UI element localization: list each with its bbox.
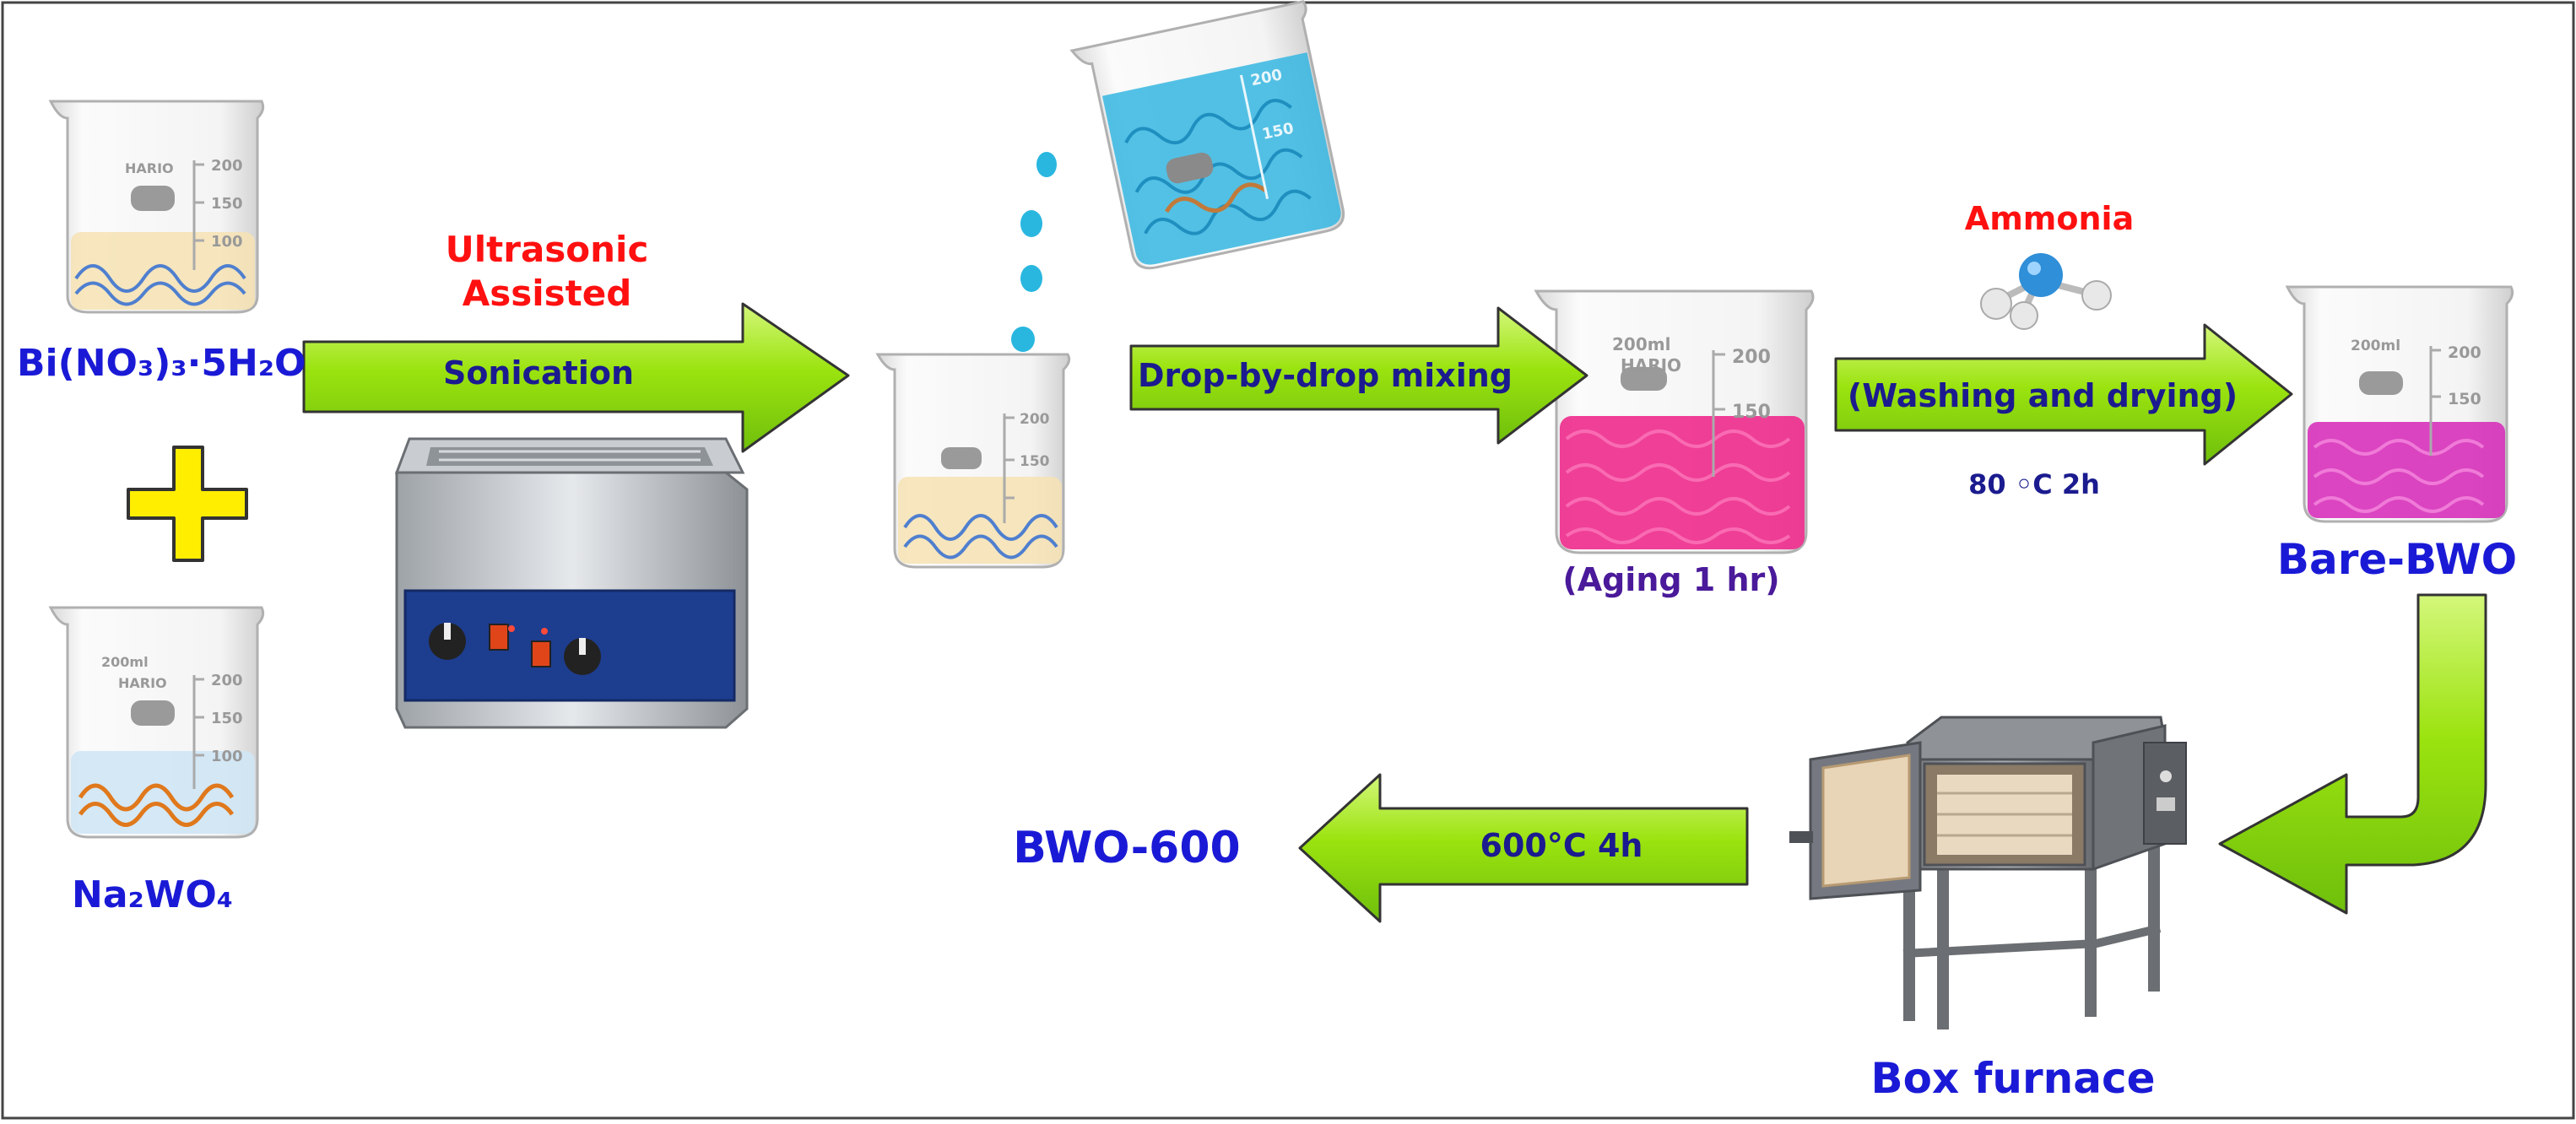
beaker-tick-150: 150 [211, 195, 243, 213]
label-bwo-600: BWO-600 [1013, 823, 1240, 873]
drop-3 [1020, 265, 1042, 292]
beaker-tick-150: 150 [1732, 402, 1771, 423]
arrow-sonication [302, 302, 850, 453]
label-sodium-tungstate: Na₂WO₄ [72, 873, 233, 916]
box-furnace [1789, 716, 2187, 1029]
label-ammonia: Ammonia [1965, 200, 2134, 237]
arrow-label-drop-by-drop: Drop-by-drop mixing [1138, 357, 1513, 394]
beaker-tick-200: 200 [211, 157, 243, 175]
drop-4 [1011, 327, 1035, 352]
beaker-volume: 200ml [2351, 338, 2400, 354]
beaker-tick-150: 150 [1020, 453, 1050, 470]
beaker-brand: HARIO [1621, 355, 1681, 376]
beaker-bare-bwo: 200 150 200ml [2285, 285, 2514, 523]
beaker-tick-100: 100 [211, 233, 243, 251]
arrow-washing-drying [1834, 323, 2293, 466]
beaker-volume: 200ml [101, 654, 149, 670]
label-bare-bwo: Bare-BWO [2277, 535, 2517, 584]
beaker-tick-200: 200 [211, 672, 243, 689]
label-ultrasonic: Ultrasonic [446, 229, 649, 270]
arrow-label-sonication: Sonication [443, 354, 634, 392]
beaker-tick-200: 200 [1732, 347, 1771, 368]
beaker-brand: HARIO [118, 675, 167, 691]
beaker-tick-150: 150 [2448, 390, 2481, 408]
label-drying-condition: 80 ◦C 2h [1968, 468, 2100, 500]
beaker-mixing: 200 150 [875, 353, 1071, 569]
beaker-sodium-tungstate: 200 150 100 200ml HARIO [48, 606, 265, 839]
drop-2 [1020, 210, 1042, 237]
arrow-calcination [1298, 773, 1749, 923]
label-box-furnace: Box furnace [1870, 1054, 2155, 1103]
beaker-tick-100: 100 [211, 748, 243, 765]
arrow-label-washing-drying: (Washing and drying) [1848, 377, 2238, 414]
beaker-volume: 200ml [1612, 334, 1670, 354]
arrow-drop-by-drop [1129, 306, 1588, 445]
falling-drops [1011, 152, 1057, 352]
ultrasonic-bath [394, 437, 749, 729]
beaker-tick-150: 150 [211, 710, 243, 727]
beaker-bismuth-nitrate: 200 150 100 HARIO [48, 100, 265, 314]
beaker-tick-200: 200 [2448, 343, 2481, 362]
plus-icon [127, 446, 248, 562]
label-aging: (Aging 1 hr) [1562, 561, 1779, 598]
beaker-tick-200: 200 [1020, 411, 1050, 428]
beaker-aging: 200 150 200ml HARIO [1534, 289, 1815, 554]
label-bismuth-nitrate: Bi(NO₃)₃·5H₂O [17, 342, 306, 385]
arrow-to-furnace [2218, 593, 2487, 915]
ammonia-molecule-icon [1980, 253, 2112, 330]
beaker-pouring: 200 150 [1069, 0, 1345, 270]
label-assisted: Assisted [463, 273, 632, 314]
beaker-brand: HARIO [125, 160, 174, 176]
arrow-label-calcination: 600°C 4h [1480, 827, 1643, 864]
drop-1 [1036, 152, 1057, 177]
